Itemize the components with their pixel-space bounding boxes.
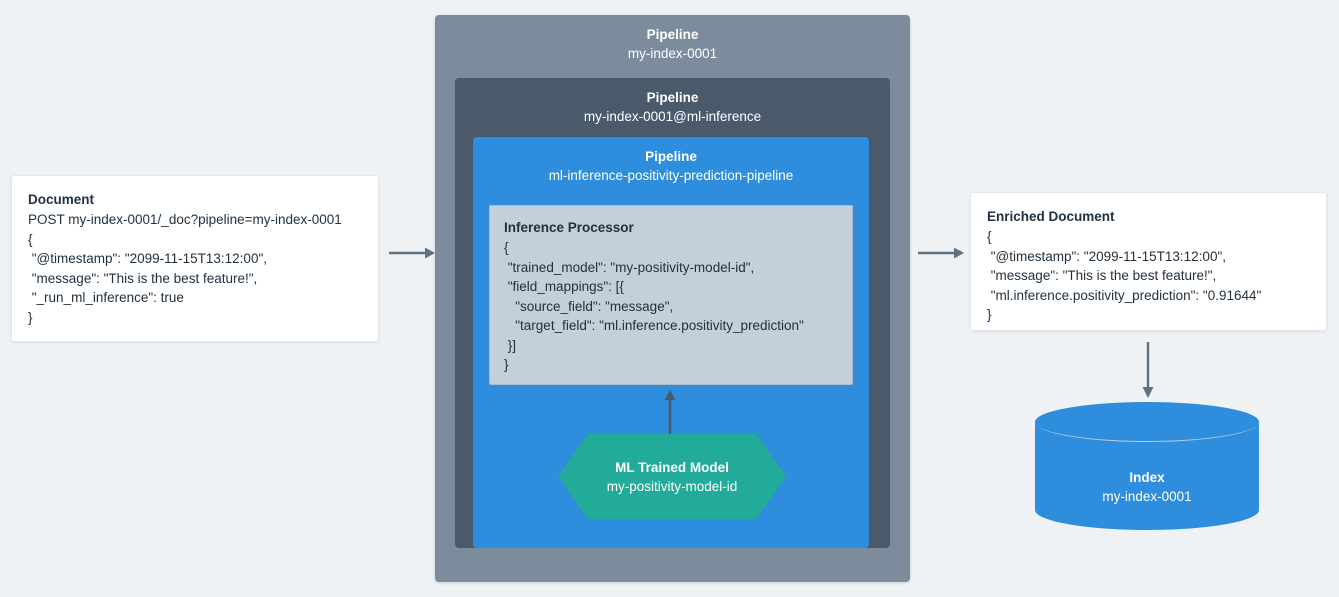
- inference-processor-line-0: {: [504, 240, 509, 255]
- inference-processor-line-5: }]: [504, 337, 517, 353]
- document-card-line-3: "message": "This is the best feature!",: [28, 270, 258, 286]
- enriched-document-card-line-0: {: [987, 229, 992, 244]
- arrow-model-to-processor: [663, 390, 677, 436]
- inference-processor-line-2: "field_mappings": [{: [504, 279, 624, 294]
- enriched-document-card-title: Enriched Document: [987, 209, 1115, 224]
- pipeline-inner-header: Pipeline ml-inference-positivity-predict…: [473, 137, 869, 185]
- enriched-document-card-line-1: "@timestamp": "2099-11-15T13:12:00",: [987, 248, 1226, 264]
- enriched-document-card-line-4: }: [987, 307, 992, 322]
- document-card-line-1: {: [28, 231, 33, 247]
- document-card-title: Document: [28, 192, 95, 207]
- inference-processor-line-4: "target_field": "ml.inference.positivity…: [504, 318, 804, 333]
- pipeline-inner-kind: Pipeline: [645, 149, 697, 164]
- index-cylinder[interactable]: Index my-index-0001: [1035, 402, 1259, 530]
- enriched-document-card-line-2: "message": "This is the best feature!",: [987, 268, 1217, 283]
- pipeline-outer-kind: Pipeline: [646, 27, 699, 42]
- arrow-pipeline-to-enriched: [918, 246, 964, 260]
- document-card-line-0: POST my-index-0001/_doc?pipeline=my-inde…: [28, 212, 342, 227]
- enriched-document-card-line-3: "ml.inference.positivity_prediction": "0…: [987, 287, 1262, 303]
- index-kind: Index: [1129, 470, 1165, 485]
- pipeline-mid-kind: Pipeline: [646, 90, 699, 105]
- enriched-document-card: Enriched Document { "@timestamp": "2099-…: [970, 192, 1327, 331]
- arrow-document-to-pipeline: [389, 246, 435, 260]
- pipeline-mid-name: my-index-0001@ml-inference: [583, 109, 762, 124]
- document-card-line-2: "@timestamp": "2099-11-15T13:12:00",: [28, 251, 267, 266]
- inference-processor-panel[interactable]: Inference Processor { "trained_model": "…: [489, 205, 853, 385]
- inference-processor-line-3: "source_field": "message",: [504, 298, 674, 314]
- ml-trained-model-node[interactable]: ML Trained Model my-positivity-model-id: [558, 434, 786, 519]
- inference-processor-line-6: }: [504, 357, 509, 372]
- index-name: my-index-0001: [1102, 489, 1192, 504]
- document-card-line-4: "_run_ml_inference": true: [28, 290, 184, 305]
- pipeline-inner-name: ml-inference-positivity-prediction-pipel…: [548, 168, 794, 183]
- pipeline-outer-header: Pipeline my-index-0001: [435, 15, 910, 63]
- document-card: Document POST my-index-0001/_doc?pipelin…: [11, 175, 379, 342]
- pipeline-mid-header: Pipeline my-index-0001@ml-inference: [455, 78, 890, 126]
- inference-processor-line-1: "trained_model": "my-positivity-model-id…: [504, 259, 755, 275]
- document-card-line-5: }: [28, 309, 33, 325]
- pipeline-outer-name: my-index-0001: [627, 46, 718, 61]
- ml-trained-model-kind: ML Trained Model: [615, 459, 729, 475]
- index-cylinder-top: [1035, 402, 1259, 442]
- index-cylinder-label: Index my-index-0001: [1035, 468, 1259, 506]
- ml-trained-model-name: my-positivity-model-id: [606, 478, 738, 494]
- inference-processor-title: Inference Processor: [504, 220, 634, 235]
- arrow-enriched-to-index: [1141, 342, 1155, 398]
